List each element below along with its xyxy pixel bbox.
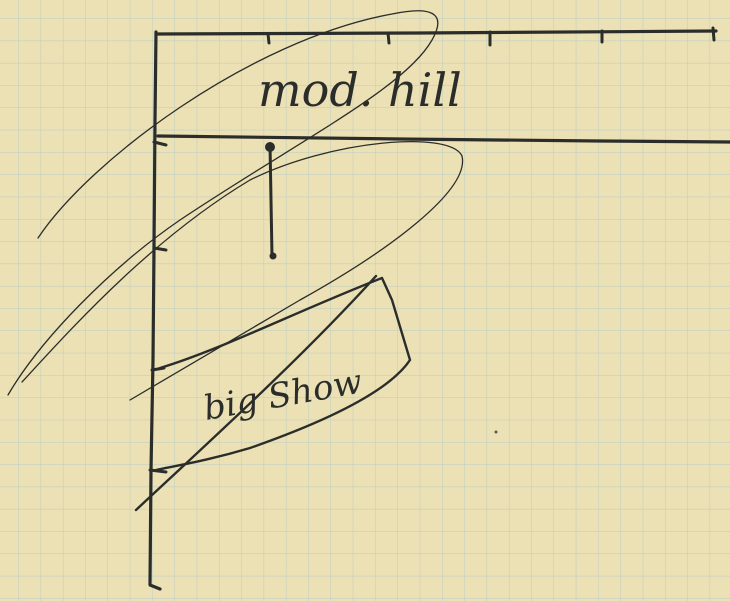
marker-top-dot [265,142,275,152]
mod-hill-label: mod. hill [258,63,462,117]
big-show-loop [154,276,412,472]
pencil-dot [494,430,498,434]
middle-horizontal-line [156,134,730,144]
vertical-axis [148,30,162,591]
diagonal-slash [134,274,378,512]
vertical-axis-ticks [148,140,168,474]
marker-bottom-dot [269,252,277,260]
top-horizontal-axis [154,29,718,36]
top-axis-ticks [266,26,716,47]
large-upper-loop [7,10,439,396]
middle-loop [21,140,464,401]
